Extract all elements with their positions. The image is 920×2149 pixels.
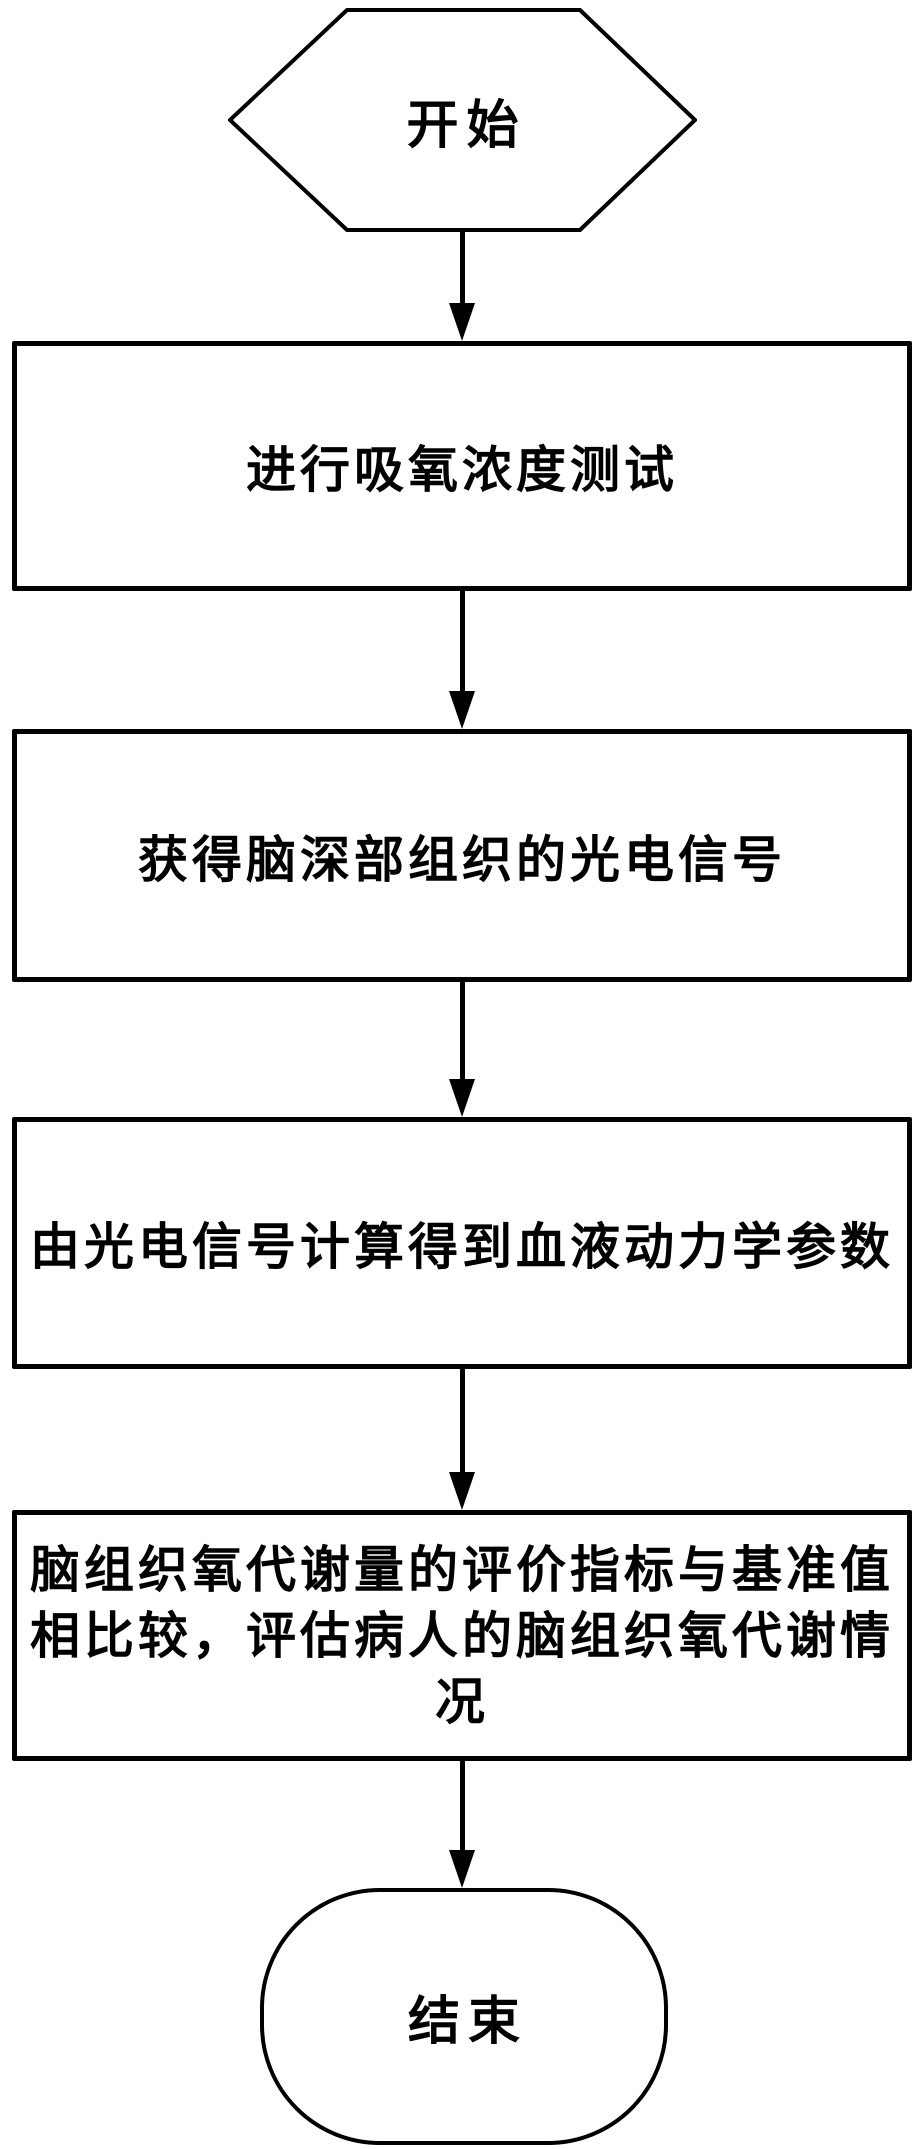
arrow-stem xyxy=(459,591,465,691)
node-step-1: 进行吸氧浓度测试 xyxy=(12,341,912,591)
connector-start-step1 xyxy=(449,232,475,341)
arrow-stem xyxy=(459,1369,465,1472)
connector-step4-end xyxy=(449,1761,475,1888)
arrowhead-down-icon xyxy=(449,1079,475,1117)
arrow-stem xyxy=(459,1761,465,1850)
arrowhead-down-icon xyxy=(449,303,475,341)
node-step-1-label: 进行吸氧浓度测试 xyxy=(246,442,678,498)
connector-step3-step4 xyxy=(449,1369,475,1510)
node-end: 结束 xyxy=(260,1888,668,2145)
arrow-stem xyxy=(459,232,465,303)
arrowhead-down-icon xyxy=(449,691,475,729)
connector-step1-step2 xyxy=(449,591,475,729)
arrow-stem xyxy=(459,982,465,1079)
node-start-label: 开始 xyxy=(406,96,527,155)
node-step-3-label: 由光电信号计算得到血液动力学参数 xyxy=(30,1219,894,1275)
node-step-4: 脑组织氧代谢量的评价指标与基准值相比较，评估病人的脑组织氧代谢情况 xyxy=(12,1510,912,1761)
node-step-2: 获得脑深部组织的光电信号 xyxy=(12,729,912,982)
node-end-label: 结束 xyxy=(407,1993,528,2051)
arrowhead-down-icon xyxy=(449,1850,475,1888)
node-start: 开始 xyxy=(228,8,697,232)
node-step-3: 由光电信号计算得到血液动力学参数 xyxy=(12,1117,912,1369)
hexagon-shape xyxy=(228,8,697,232)
node-step-4-label: 脑组织氧代谢量的评价指标与基准值相比较，评估病人的脑组织氧代谢情况 xyxy=(30,1541,894,1730)
connector-step2-step3 xyxy=(449,982,475,1117)
node-step-2-label: 获得脑深部组织的光电信号 xyxy=(138,831,786,888)
arrowhead-down-icon xyxy=(449,1472,475,1510)
